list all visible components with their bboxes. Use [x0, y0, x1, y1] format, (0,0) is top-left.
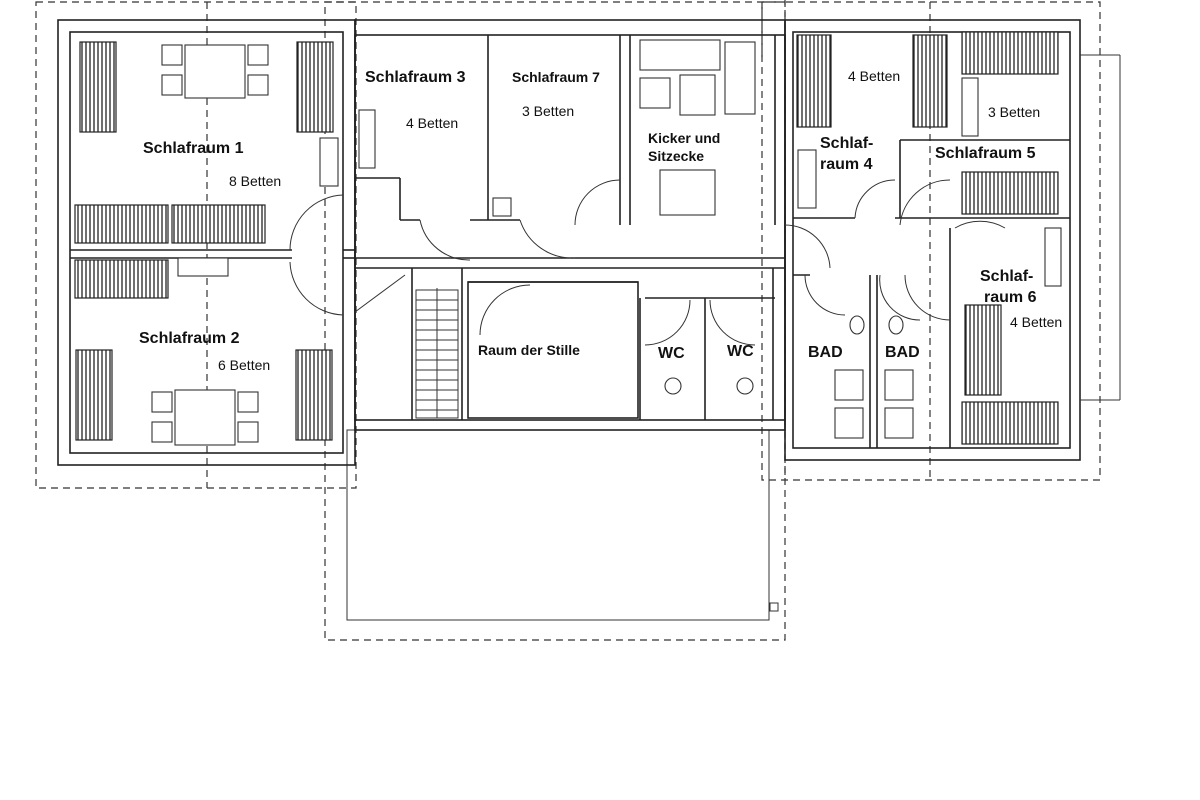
beds-schlafraum-2: 6 Betten: [218, 357, 270, 373]
room-kicker-line2: Sitzecke: [648, 148, 704, 164]
room-schlafraum-7: Schlafraum 7: [512, 69, 600, 85]
room-schlafraum-4-line2: raum 4: [820, 156, 873, 173]
room-kicker-line1: Kicker und: [648, 130, 720, 146]
room-schlafraum-6-line1: Schlaf-: [980, 268, 1033, 285]
beds-schlafraum-4: 4 Betten: [848, 68, 900, 84]
room-schlafraum-5: Schlafraum 5: [935, 145, 1036, 162]
outer-walls: [57, 19, 1121, 466]
room-schlafraum-2: Schlafraum 2: [139, 330, 240, 347]
beds-schlafraum-3: 4 Betten: [406, 115, 458, 131]
room-bad-2: BAD: [885, 344, 920, 361]
room-schlafraum-4-line1: Schlaf-: [820, 135, 873, 152]
beds-schlafraum-6: 4 Betten: [1010, 314, 1062, 330]
room-wc-2: WC: [727, 343, 754, 360]
doors: [289, 179, 1006, 346]
room-schlafraum-1: Schlafraum 1: [143, 140, 244, 157]
staircase: [415, 288, 459, 419]
furniture: [151, 39, 1062, 446]
room-wc-1: WC: [658, 345, 685, 362]
terrace: [346, 429, 770, 621]
room-schlafraum-6-line2: raum 6: [984, 289, 1037, 306]
room-labels: Schlafraum 1 8 Betten Schlafraum 2 6 Bet…: [139, 68, 1062, 373]
beds-schlafraum-7: 3 Betten: [522, 103, 574, 119]
beds-schlafraum-1: 8 Betten: [229, 173, 281, 189]
beds: [74, 31, 1059, 445]
room-schlafraum-3: Schlafraum 3: [365, 69, 466, 86]
room-raum-der-stille: Raum der Stille: [478, 342, 580, 358]
beds-schlafraum-5: 3 Betten: [988, 104, 1040, 120]
room-bad-1: BAD: [808, 344, 843, 361]
